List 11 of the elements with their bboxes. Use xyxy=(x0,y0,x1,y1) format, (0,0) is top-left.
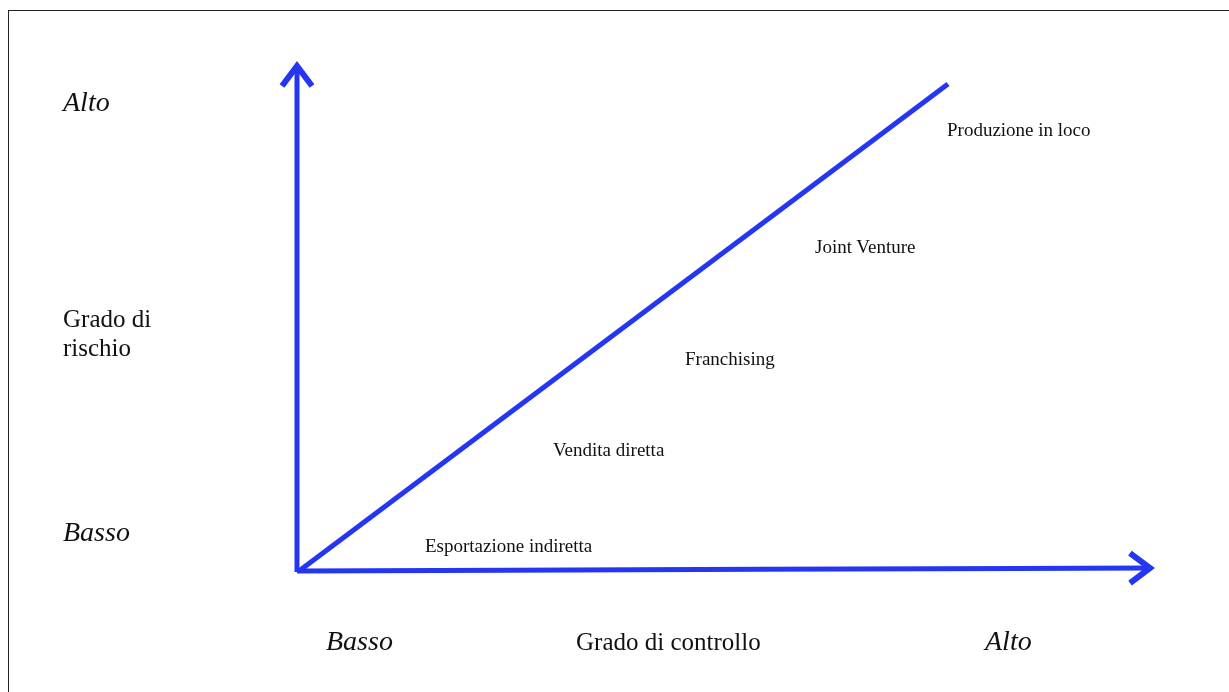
strategy-label: Produzione in loco xyxy=(947,119,1091,141)
axis-title: Grado di rischio xyxy=(63,305,153,363)
scale-label: Alto xyxy=(63,86,110,119)
strategy-label: Esportazione indiretta xyxy=(425,535,593,557)
scale-label: Alto xyxy=(985,625,1032,658)
strategy-label: Franchising xyxy=(685,348,775,370)
scale-label: Basso xyxy=(326,625,393,658)
strategy-label: Vendita diretta xyxy=(553,439,665,461)
axis-title: Grado di controllo xyxy=(576,628,761,657)
scale-label: Basso xyxy=(63,516,130,549)
strategy-label: Joint Venture xyxy=(815,236,916,258)
